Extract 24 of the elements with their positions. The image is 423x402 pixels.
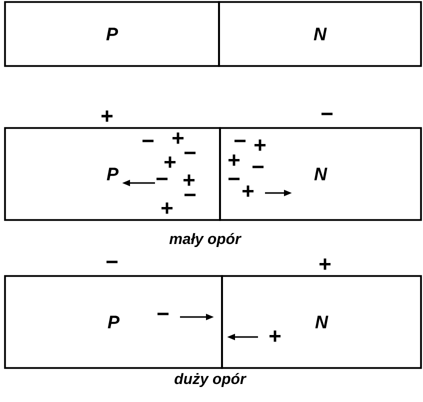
charge-sign: −: [106, 260, 118, 264]
charge-sign: −: [142, 140, 154, 142]
charge-sign: +: [184, 174, 195, 186]
charge-sign: +: [254, 140, 266, 151]
charge-sign: +: [270, 330, 281, 342]
charge-sign: −: [234, 140, 246, 142]
charge-sign: +: [242, 186, 254, 197]
region-box: P: [4, 1, 220, 67]
charge-sign: +: [320, 258, 331, 270]
region-box: N: [218, 1, 422, 67]
charge-sign: +: [102, 110, 113, 122]
charge-sign: −: [252, 166, 264, 168]
charge-sign: −: [156, 178, 168, 180]
charge-sign: −: [184, 194, 196, 196]
charge-sign: −: [322, 112, 333, 116]
caption: mały opór: [169, 232, 242, 248]
charge-sign: −: [184, 152, 196, 154]
charge-sign: +: [162, 202, 173, 214]
caption: duży opór: [174, 372, 246, 388]
charge-sign: +: [164, 156, 176, 168]
charge-sign: −: [228, 178, 240, 180]
charge-sign: +: [172, 132, 184, 144]
charge-sign: −: [158, 312, 169, 316]
charge-sign: +: [228, 154, 240, 166]
